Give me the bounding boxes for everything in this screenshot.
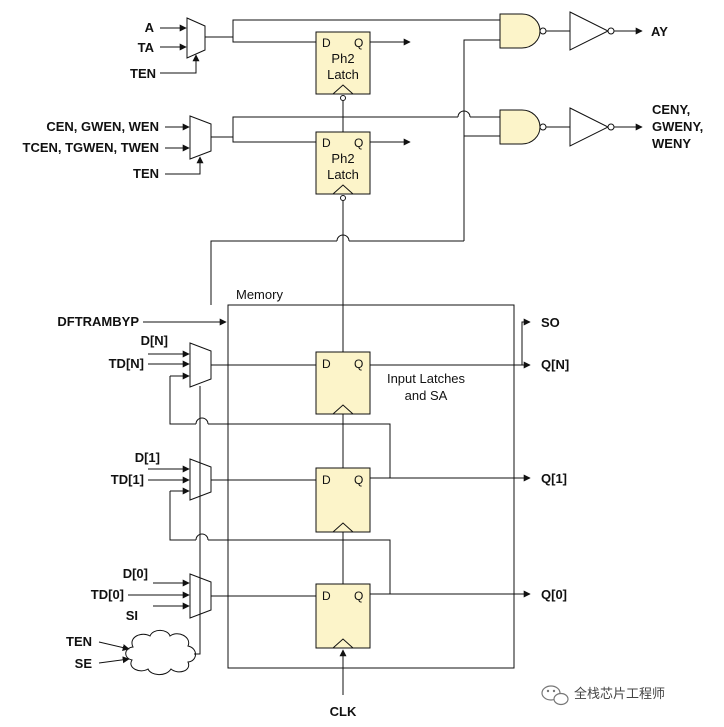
mux-address [186,17,206,59]
signal-ten-top: TEN [130,66,156,81]
latch-top-label-1: Ph2 [331,51,354,66]
signal-ceny: CENY, [652,102,690,117]
signal-d-n: D[N] [141,333,168,348]
latch-mid-label-1: Ph2 [331,151,354,166]
nand-gate-top [499,13,541,49]
flip-flop-bit-1: D Q [315,467,371,533]
signal-a: A [145,20,155,35]
ff-0-pin-d: D [322,589,331,603]
signal-ay: AY [651,24,668,39]
memory-block [227,304,515,669]
signal-gweny: GWENY, [652,119,703,134]
watermark-text: 全栈芯片工程师 [574,686,665,702]
nand-gate-mid [499,109,541,145]
signal-td-0: TD[0] [91,587,124,602]
ff-1-pin-d: D [322,473,331,487]
buffer-mid [569,107,610,147]
ff-0-pin-q: Q [354,589,363,603]
latch-top-pin-d: D [322,36,331,50]
latch-top-label-2: Latch [327,67,359,82]
latch-top-pin-q: Q [354,36,363,50]
signal-ten-mid: TEN [133,166,159,181]
wechat-icon [541,685,569,706]
buffer-top [569,11,610,51]
flip-flop-bit-0: D Q [315,583,371,649]
signal-si: SI [126,608,138,623]
signal-q-0: Q[0] [541,587,567,602]
logic-cloud [125,629,196,676]
signal-clk: CLK [330,704,357,719]
latch-mid-pin-d: D [322,136,331,150]
signal-dftrambyp: DFTRAMBYP [57,314,139,329]
ff-1-pin-q: Q [354,473,363,487]
mux-bit-n [189,342,212,388]
signal-cen-group: CEN, GWEN, WEN [46,119,159,134]
input-latches-label-2: and SA [405,388,448,403]
signal-se: SE [75,656,93,671]
watermark: 全栈芯片工程师 [541,685,665,706]
latch-mid-label-2: Latch [327,167,359,182]
signal-q-1: Q[1] [541,471,567,486]
signal-weny: WENY [652,136,691,151]
signal-tcen-group: TCEN, TGWEN, TWEN [23,140,160,155]
ph2-latch-top: D Q Ph2 Latch [315,31,371,101]
signal-ta: TA [138,40,155,55]
ff-n-pin-d: D [322,357,331,371]
signal-td-1: TD[1] [111,472,144,487]
mux-control [189,115,212,160]
signal-q-n: Q[N] [541,357,569,372]
memory-label: Memory [236,287,283,302]
signal-d-0: D[0] [123,566,148,581]
signal-d-1: D[1] [135,450,160,465]
flip-flop-bit-n: D Q [315,351,371,415]
ff-n-pin-q: Q [354,357,363,371]
ph2-latch-mid: D Q Ph2 Latch [315,131,371,201]
latch-mid-pin-q: Q [354,136,363,150]
signal-so: SO [541,315,560,330]
input-latches-label-1: Input Latches [387,371,466,386]
signal-ten-bot: TEN [66,634,92,649]
signal-td-n: TD[N] [109,356,144,371]
